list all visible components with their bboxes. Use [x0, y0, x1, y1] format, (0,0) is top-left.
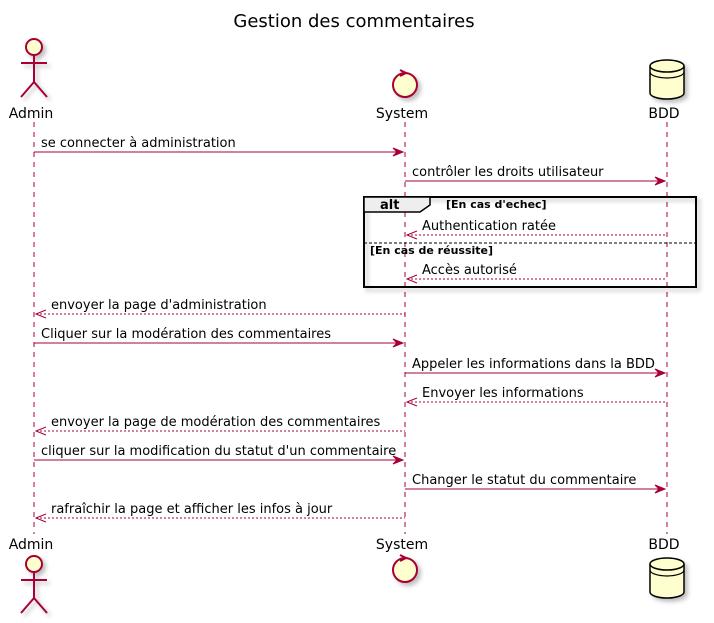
message-12: rafraîchir la page et afficher les infos…: [34, 502, 405, 523]
participant-label: System: [376, 106, 428, 122]
message-label: rafraîchir la page et afficher les infos…: [51, 502, 333, 517]
participant-label: BDD: [648, 106, 679, 122]
actor-icon: [20, 38, 48, 98]
message-label: se connecter à administration: [41, 136, 236, 151]
message-label: Authentication ratée: [422, 219, 556, 234]
participant-label: System: [376, 537, 428, 553]
message-6: Cliquer sur la modération des commentair…: [34, 327, 405, 348]
participant-system-top: System: [376, 69, 428, 122]
database-icon: [649, 557, 685, 599]
message-label: envoyer la page de modération des commen…: [51, 415, 381, 430]
message-label: Changer le statut du commentaire: [412, 473, 636, 488]
message-label: cliquer sur la modification du statut d'…: [41, 444, 396, 459]
message-10: cliquer sur la modification du statut d'…: [34, 444, 405, 465]
participant-bdd-bottom: BDD: [648, 537, 685, 599]
alt-fragment: alt [En cas d'echec] [En cas de réussite…: [363, 196, 697, 288]
lifelines: [33, 122, 668, 534]
message-9: envoyer la page de modération des commen…: [34, 415, 405, 436]
message-label: Accès autorisé: [422, 263, 517, 278]
message-5: envoyer la page d'administration: [34, 298, 405, 319]
message-label: Envoyer les informations: [422, 386, 584, 401]
message-label: Cliquer sur la modération des commentair…: [41, 327, 331, 342]
alt-guard-failure: [En cas d'echec]: [446, 198, 547, 211]
alt-guard-success: [En cas de réussite]: [370, 244, 493, 257]
actor-icon: [20, 555, 48, 614]
database-icon: [649, 59, 685, 100]
control-icon: [392, 554, 418, 583]
participant-label: Admin: [9, 106, 54, 122]
message-label: Appeler les informations dans la BDD: [412, 357, 655, 372]
message-1: se connecter à administration: [34, 136, 405, 157]
message-4: Accès autorisé: [405, 263, 667, 284]
message-3: Authentication ratée: [405, 219, 667, 240]
message-2: contrôler les droits utilisateur: [405, 165, 667, 186]
participant-admin-top: Admin: [9, 38, 54, 122]
message-label: contrôler les droits utilisateur: [412, 165, 604, 180]
diagram-title: Gestion des commentaires: [233, 11, 474, 32]
control-icon: [392, 69, 418, 98]
participant-system-bottom: System: [376, 537, 428, 583]
participant-label: Admin: [9, 537, 54, 553]
participant-bdd-top: BDD: [648, 59, 685, 122]
message-11: Changer le statut du commentaire: [405, 473, 667, 494]
alt-keyword: alt: [380, 198, 399, 213]
message-7: Appeler les informations dans la BDD: [405, 357, 667, 378]
participant-label: BDD: [648, 537, 679, 553]
message-8: Envoyer les informations: [405, 386, 667, 407]
message-label: envoyer la page d'administration: [51, 298, 267, 313]
participant-admin-bottom: Admin: [9, 537, 54, 614]
